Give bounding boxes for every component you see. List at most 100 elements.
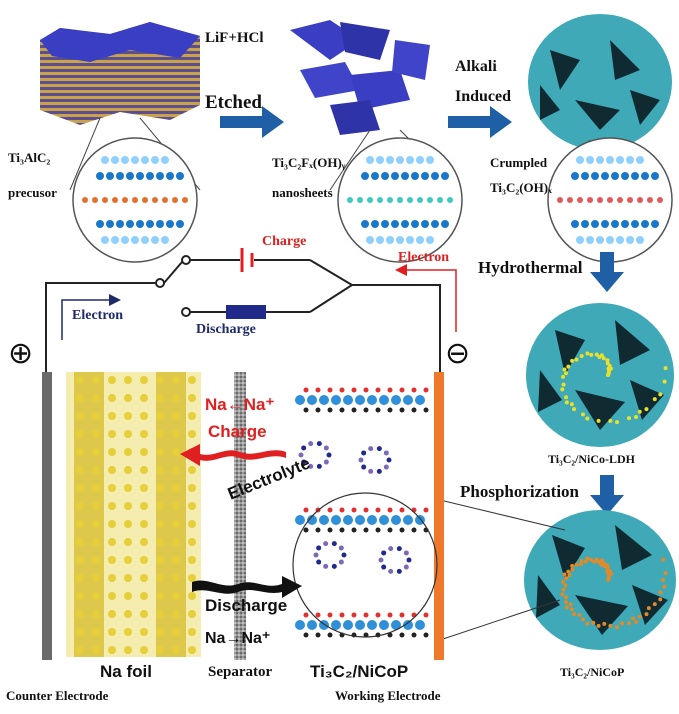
atom <box>411 220 419 228</box>
atom <box>101 236 109 244</box>
crumpled-cluster <box>528 14 672 150</box>
atom <box>188 376 196 384</box>
atom <box>561 374 566 379</box>
atom <box>188 556 196 564</box>
atom <box>387 527 393 533</box>
atom <box>580 412 585 417</box>
atom <box>76 574 84 582</box>
atom <box>431 220 439 228</box>
atom <box>323 541 329 547</box>
atom <box>592 559 597 564</box>
atom <box>172 394 180 402</box>
atom <box>379 515 389 525</box>
circuit-discharge-label: Discharge <box>196 322 256 337</box>
atom <box>152 197 158 203</box>
atom <box>387 407 393 413</box>
atom <box>298 452 304 458</box>
phosphorization-arrow <box>590 475 624 515</box>
atom <box>421 172 429 180</box>
atom <box>658 597 663 602</box>
atom <box>658 392 663 397</box>
atom <box>156 574 164 582</box>
atom <box>316 441 322 447</box>
atom <box>156 538 164 546</box>
atom <box>172 574 180 582</box>
atom <box>92 197 98 203</box>
atom <box>375 507 381 513</box>
atom <box>92 448 100 456</box>
atom <box>156 376 164 384</box>
atom <box>399 507 405 513</box>
atom <box>140 574 148 582</box>
atom <box>367 197 373 203</box>
atom <box>368 468 374 474</box>
atom <box>156 520 164 528</box>
working-electrode-bar <box>434 372 444 660</box>
atom <box>572 612 577 617</box>
atom <box>188 628 196 636</box>
atom <box>331 395 341 405</box>
atom <box>102 197 108 203</box>
atom <box>124 430 132 438</box>
atom <box>605 566 610 571</box>
atom <box>363 527 369 533</box>
atom <box>644 612 649 617</box>
atom <box>571 172 579 180</box>
atom <box>411 527 417 533</box>
atom <box>569 402 574 407</box>
atom <box>564 395 569 400</box>
atom <box>406 236 414 244</box>
atom <box>663 366 668 371</box>
atom <box>387 612 393 618</box>
atom <box>188 394 196 402</box>
atom <box>92 520 100 528</box>
atom <box>361 450 367 456</box>
atom <box>620 621 625 626</box>
atom <box>611 172 619 180</box>
atom <box>379 395 389 405</box>
atom <box>411 172 419 180</box>
atom <box>355 395 365 405</box>
atom <box>574 562 579 567</box>
atom <box>560 592 565 597</box>
atom <box>315 632 321 638</box>
atom <box>631 220 639 228</box>
atom <box>363 632 369 638</box>
atom <box>176 172 184 180</box>
atom <box>423 507 429 513</box>
atom <box>140 502 148 510</box>
atom <box>581 172 589 180</box>
atom <box>140 412 148 420</box>
atom <box>188 412 196 420</box>
atom <box>151 156 159 164</box>
atom <box>146 220 154 228</box>
atom <box>327 527 333 533</box>
atom <box>124 520 132 528</box>
atom <box>615 625 620 630</box>
atom <box>172 412 180 420</box>
atom <box>142 197 148 203</box>
atom <box>172 448 180 456</box>
atom <box>124 394 132 402</box>
atom <box>415 395 425 405</box>
electron-label-right: Electron <box>398 250 450 265</box>
atom <box>423 387 429 393</box>
atom <box>116 220 124 228</box>
atom <box>76 394 84 402</box>
atom <box>176 220 184 228</box>
atom <box>589 352 594 357</box>
atom <box>188 538 196 546</box>
ldh-cluster <box>526 303 674 447</box>
atom <box>605 358 610 363</box>
atom <box>357 197 363 203</box>
atom <box>146 172 154 180</box>
atom <box>387 197 393 203</box>
atom <box>351 387 357 393</box>
atom <box>596 623 601 628</box>
atom <box>417 197 423 203</box>
nanosheets-formula: Ti₃C₂Fₓ(OH)ᵧ <box>272 155 346 170</box>
atom <box>121 236 129 244</box>
atom <box>76 448 84 456</box>
atom <box>339 612 345 618</box>
atom <box>140 610 148 618</box>
